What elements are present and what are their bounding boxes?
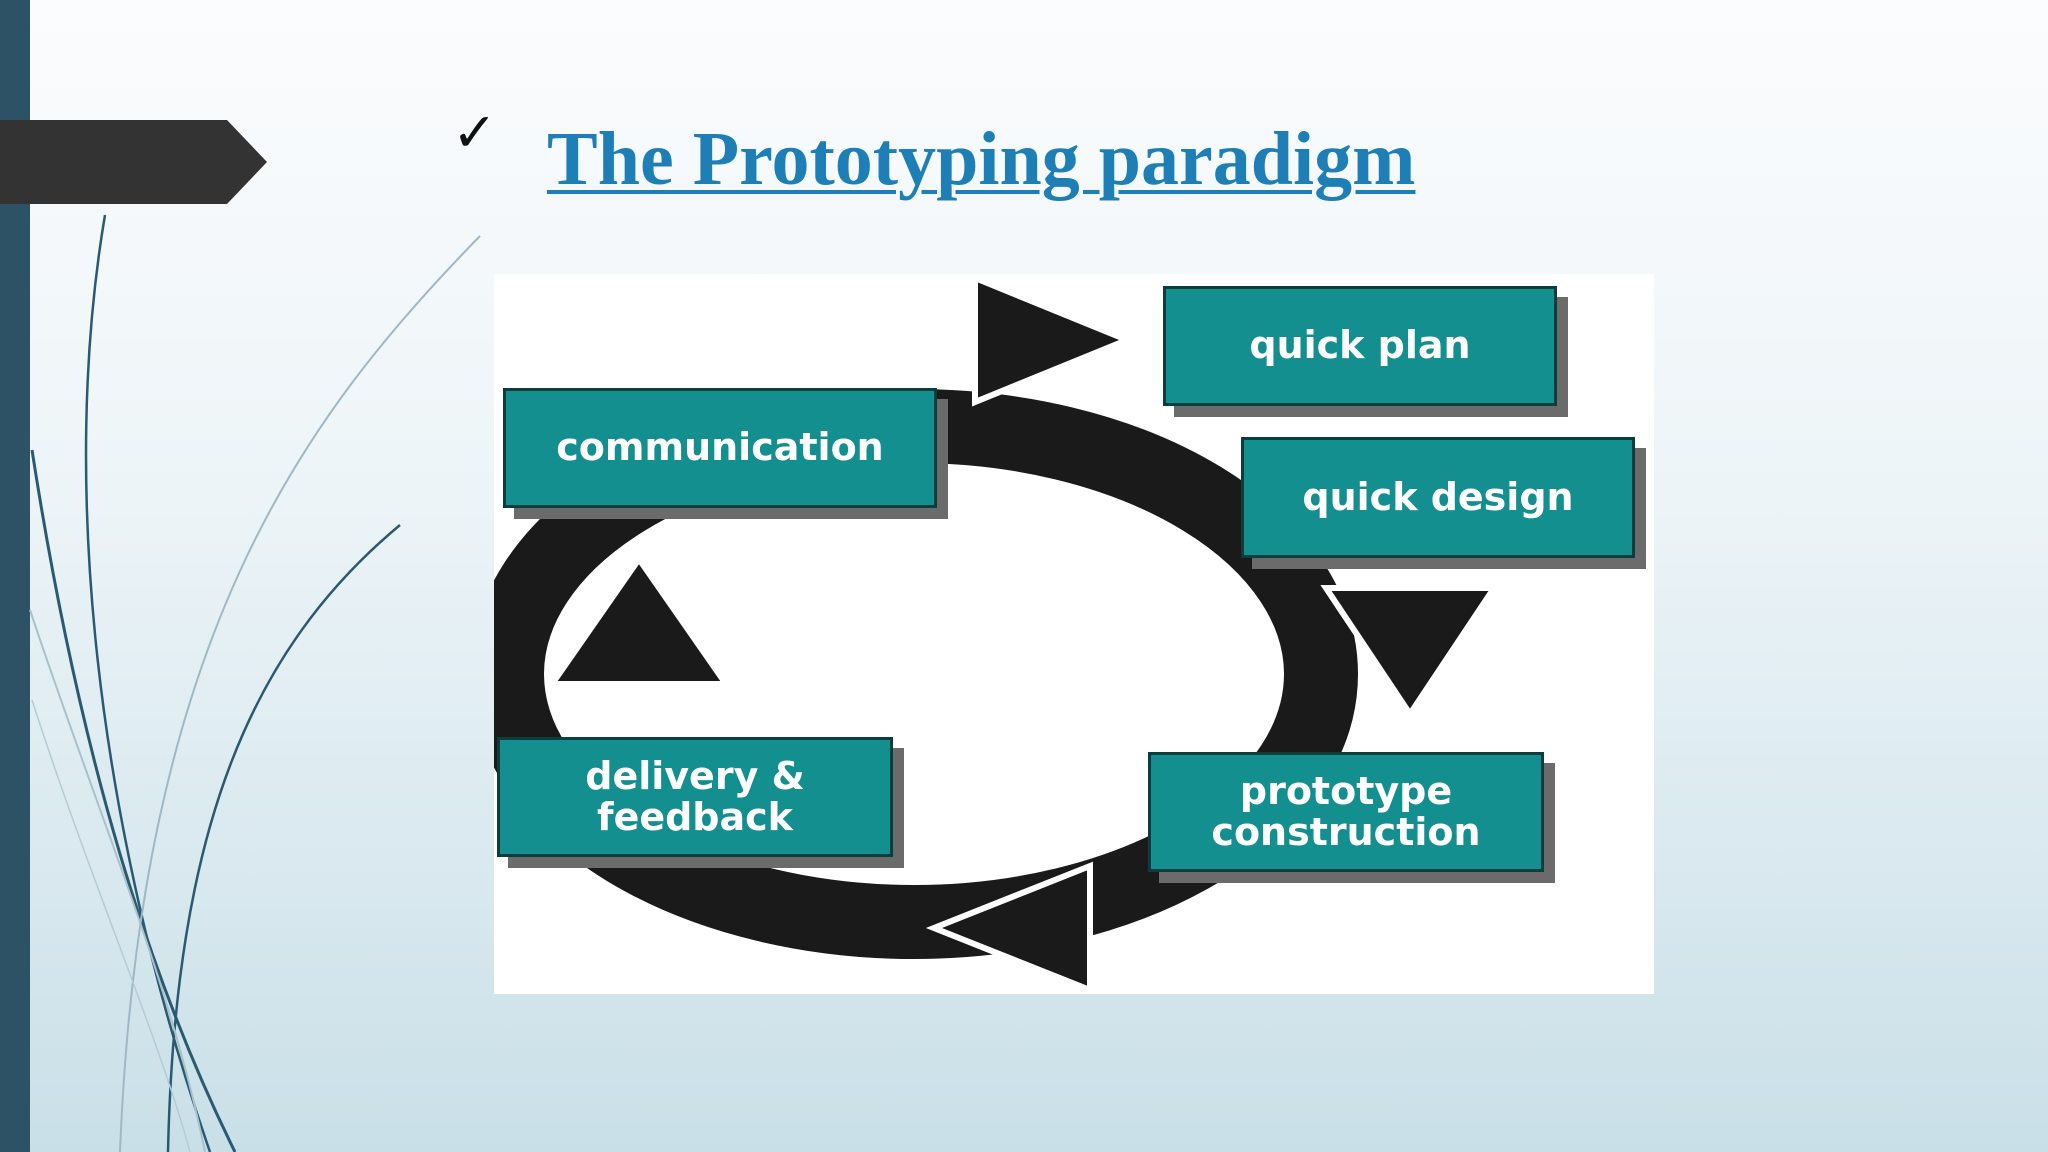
arrow-head-bottom xyxy=(925,861,1093,994)
step-label: communication xyxy=(556,425,884,470)
step-label: delivery & feedback xyxy=(585,753,805,839)
slide-title: The Prototyping paradigm xyxy=(547,117,1416,201)
step-quick-plan: quick plan xyxy=(1163,286,1557,406)
step-communication: communication xyxy=(503,388,937,508)
step-label: quick design xyxy=(1302,474,1574,519)
step-label: quick plan xyxy=(1249,323,1471,368)
checkmark-icon: ✓ xyxy=(452,101,498,164)
step-prototype-construction: prototype construction xyxy=(1148,752,1544,872)
swoosh-line xyxy=(29,609,206,1152)
swoosh-line xyxy=(119,235,481,1152)
title-tab-shape xyxy=(0,120,267,204)
step-quick-design: quick design xyxy=(1241,437,1635,558)
arrow-head-top xyxy=(972,274,1135,407)
swoosh-line xyxy=(31,699,191,1152)
prototyping-diagram: communication quick plan quick design pr… xyxy=(494,274,1654,994)
step-label: prototype construction xyxy=(1211,768,1481,854)
arrow-head-left xyxy=(546,553,732,687)
swoosh-line xyxy=(166,524,401,1152)
swoosh-line xyxy=(30,449,237,1152)
swoosh-line xyxy=(84,214,212,1152)
step-delivery-feedback: delivery & feedback xyxy=(497,737,893,857)
arrow-head-right xyxy=(1320,585,1500,720)
